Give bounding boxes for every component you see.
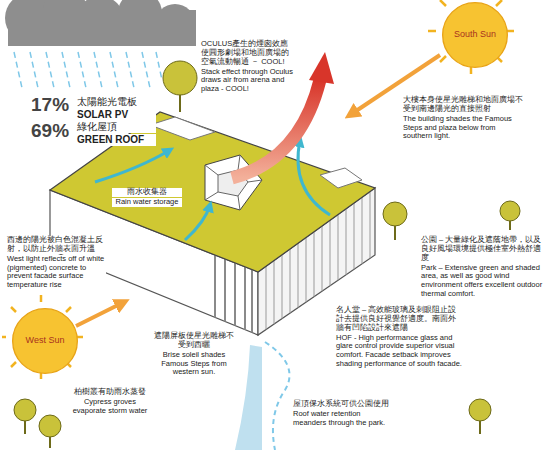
callout-note: Rain water storage — [112, 198, 182, 207]
solar-pv — [150, 117, 215, 140]
percent-figure: 69% — [30, 120, 74, 142]
sun-rays — [2, 0, 514, 379]
wind-arrows — [95, 140, 330, 240]
roof-heading: 綠化屋頂 — [76, 121, 156, 133]
rain — [14, 52, 162, 88]
roof-heading: SOLAR PV — [76, 109, 156, 121]
water-meander — [265, 342, 290, 450]
callout-note: 名人堂 – 高效能玻璃及刺眼阻止設計去提供良好視覺舒適度。南面外牆有凹陷設計來遮… — [335, 306, 463, 333]
callout-note: OCULUS產生的煙囪效應使圓形劇場和地面廣場的空氣流動暢通 － COOL! — [200, 40, 295, 67]
ground-wind — [235, 345, 262, 450]
callout-note: 西邊的陽光被白色混凝土反射，以防止外牆表面升溫 — [6, 236, 106, 254]
tree — [163, 61, 197, 112]
callout-note: 屋頂保水系統可供公園使用 — [292, 400, 392, 409]
callout-note: Park – Extensive green and shaded area, … — [420, 264, 545, 299]
stack-arrow-head — [309, 52, 334, 84]
sun-label: South Sun — [453, 30, 497, 40]
callout-note: 雨水收集器 — [112, 188, 182, 197]
callout-note: The building shades the Famous Steps and… — [402, 115, 524, 142]
callout-note: Stack effect through Oculus draws air fr… — [200, 68, 295, 95]
rain-cloud — [5, 0, 196, 46]
callout-note: 公園 – 大量綠化及遮蔭地帶，以及良好風場環境提供極佳室外熱舒適度 — [420, 236, 545, 263]
callout-note: West light reflects off of white (pigmen… — [6, 255, 106, 290]
callout-note: 遮陽屏板使星光雕梯不受到西曬 — [150, 332, 238, 350]
percent-figure: 17% — [30, 94, 74, 116]
callout-note: Brise soleil shades Famous Steps from we… — [150, 351, 238, 378]
callout-note: Roof water retention meanders through th… — [292, 410, 392, 428]
solar-pv — [320, 168, 362, 188]
roof-heading: 太陽能光電板 — [76, 96, 156, 108]
callout-note: HOF - High performance glass and glare c… — [335, 334, 463, 369]
sun-circle: West Sun — [12, 308, 78, 374]
callout-note: 大樓本身使星光雕梯和地面廣場不受到南邊陽光的直接照射 — [402, 96, 524, 114]
sunlight-arrows — [76, 55, 440, 326]
sun-label: West Sun — [23, 336, 67, 346]
callout-note: Cypress groves evaporate storm water — [70, 398, 150, 416]
callout-note: 柏樹叢有助雨水蒸發 — [70, 388, 150, 397]
stack-arrow — [232, 80, 320, 178]
roof-heading: GREEN ROOF — [76, 134, 156, 146]
sun-circle: South Sun — [442, 2, 508, 68]
